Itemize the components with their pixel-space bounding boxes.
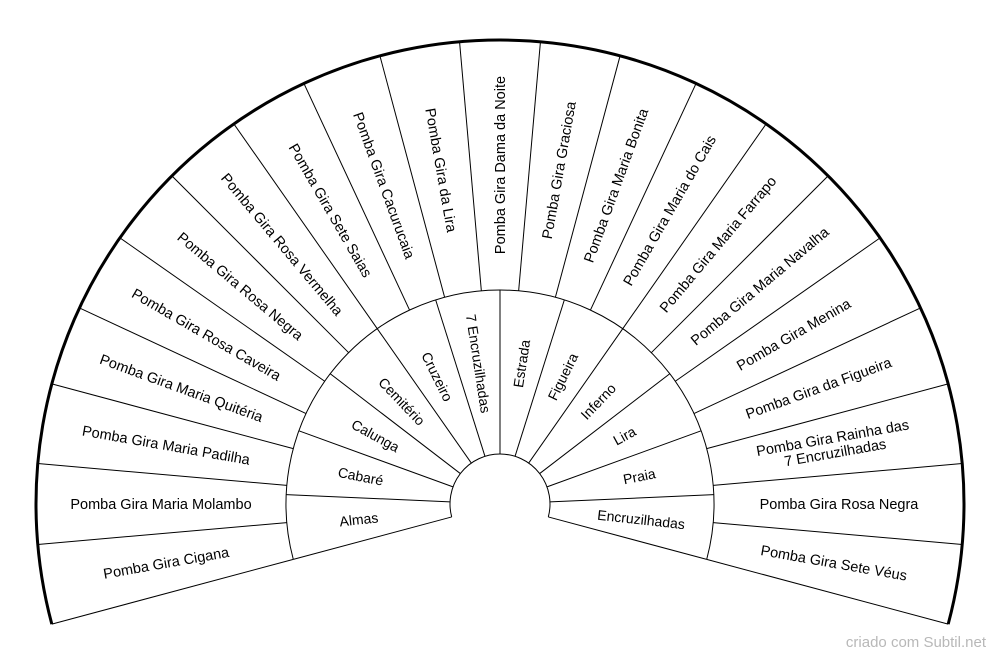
- outer-divider: [675, 237, 881, 382]
- outer-segment-label: Pomba Gira Cigana: [102, 545, 231, 583]
- outer-segment-label: Pomba Gira Graciosa: [540, 99, 580, 240]
- credit-text: criado com Subtil.net: [845, 634, 986, 651]
- outer-divider: [51, 558, 294, 625]
- outer-divider: [459, 41, 482, 291]
- inner-segment-label-line: Estrada: [510, 338, 533, 388]
- outer-divider: [713, 522, 963, 545]
- outer-segment-label: Pomba Gira Sete Véus: [759, 543, 908, 585]
- outer-segment-label: Pomba Gira Dama da Noite: [493, 76, 509, 254]
- outer-divider: [518, 41, 541, 291]
- inner-segment-label-line: Almas: [339, 509, 379, 529]
- inner-divider: [548, 516, 707, 560]
- outer-segment-label-line: Pomba Gira Cigana: [102, 545, 231, 583]
- segment-dividers: [34, 38, 966, 625]
- inner-segment-label: Praia: [622, 465, 657, 487]
- outer-segment-label-line: Pomba Gira da Lira: [421, 107, 459, 235]
- outer-segment-label: Pomba Gira da Figueira: [744, 355, 895, 423]
- outer-segment-label-line: Pomba Gira Dama da Noite: [493, 76, 509, 254]
- outer-segment-label-line: Pomba Gira da Figueira: [744, 355, 895, 423]
- outer-segment-label: Pomba Gira Menina: [734, 296, 854, 375]
- outer-divider: [706, 558, 949, 625]
- inner-divider: [514, 299, 565, 457]
- inner-divider: [286, 494, 451, 503]
- inner-segment-label-line: Figueira: [544, 350, 581, 403]
- outer-segment-label-line: Pomba Gira Maria Molambo: [70, 497, 251, 513]
- outer-divider: [706, 383, 949, 450]
- inner-segment-label-line: 7 Encruzilhadas: [463, 313, 494, 414]
- outer-divider: [693, 307, 921, 415]
- outer-divider: [554, 55, 621, 298]
- inner-divider: [298, 430, 454, 488]
- inner-segment-label: Encruzilhadas: [597, 507, 686, 532]
- inner-segment-label-line: Lira: [610, 423, 638, 448]
- inner-segment-label: Lira: [610, 423, 638, 448]
- inner-divider: [293, 516, 452, 560]
- outer-segment-label: Pomba Gira da Lira: [421, 107, 459, 235]
- outer-divider: [37, 522, 287, 545]
- inner-divider: [329, 373, 461, 474]
- outer-segment-label: Pomba Gira Maria Bonita: [582, 106, 653, 265]
- inner-segment-label-line: Inferno: [577, 380, 619, 423]
- outer-segment-label: Pomba Gira Maria Molambo: [70, 497, 251, 513]
- outer-segment-label: Pomba Gira Rosa Negra: [760, 497, 920, 513]
- outer-divider: [119, 237, 325, 382]
- inner-divider: [549, 494, 714, 503]
- inner-segment-label-line: Encruzilhadas: [597, 507, 686, 532]
- inner-segment-label: Calunga: [349, 416, 403, 455]
- inner-segment-label: 7 Encruzilhadas: [463, 313, 494, 414]
- outer-segment-label: Pomba Gira Rainha das7 Encruzilhadas: [755, 417, 913, 474]
- inner-segment-label-line: Cemitério: [375, 374, 428, 428]
- outer-segment-label-line: Pomba Gira Graciosa: [540, 99, 580, 240]
- outer-divider: [37, 463, 287, 486]
- outer-divider: [79, 307, 307, 415]
- inner-segment-label-line: Cabaré: [337, 464, 385, 489]
- inner-divider: [546, 430, 702, 488]
- outer-divider: [51, 383, 294, 450]
- inner-segment-label: Cemitério: [375, 374, 428, 428]
- outer-divider: [713, 463, 963, 486]
- inner-divider: [376, 328, 472, 464]
- outer-arc: [34, 38, 966, 625]
- hub-arc: [449, 453, 551, 518]
- inner-segment-label: Figueira: [544, 350, 581, 403]
- inner-divider: [539, 373, 671, 474]
- inner-segment-label: Cabaré: [337, 464, 385, 489]
- outer-divider: [303, 83, 411, 311]
- inner-divider: [435, 299, 486, 457]
- inner-segment-label-line: Praia: [622, 465, 657, 487]
- outer-segment-label-line: Pomba Gira Sete Véus: [759, 543, 908, 585]
- inner-segment-label: Inferno: [577, 380, 619, 423]
- outer-divider: [171, 175, 350, 354]
- outer-divider: [622, 123, 767, 329]
- inner-segment-label: Almas: [339, 509, 379, 529]
- outer-segment-label-line: Pomba Gira Cacurucaia: [349, 110, 417, 262]
- outer-segment-label-line: Pomba Gira Rosa Negra: [760, 497, 920, 513]
- inner-segment-label: Estrada: [510, 338, 533, 388]
- outer-segment-label: Pomba Gira Cacurucaia: [349, 110, 417, 262]
- outer-divider: [589, 83, 697, 311]
- outer-segment-label-line: Pomba Gira Menina: [734, 296, 854, 375]
- outer-segment-label-line: Pomba Gira Maria Bonita: [582, 106, 653, 265]
- inner-segment-label-line: Calunga: [349, 416, 403, 455]
- outer-divider: [233, 123, 378, 329]
- outer-divider: [379, 55, 446, 298]
- outer-divider: [650, 175, 829, 354]
- inner-divider: [528, 328, 624, 464]
